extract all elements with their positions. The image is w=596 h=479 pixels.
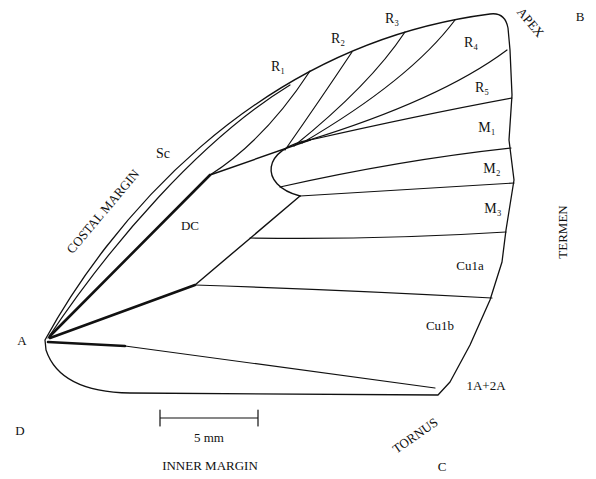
wing-label: Cu1a <box>456 258 483 273</box>
wing-label: R₂ <box>331 31 345 46</box>
wing-label: TERMEN <box>555 205 570 258</box>
label-holder: C <box>438 457 447 475</box>
scale-bar <box>160 410 258 426</box>
subcostal-vein <box>48 85 290 338</box>
label-holder: Sc <box>156 144 170 162</box>
label-holder: APEX <box>513 3 549 41</box>
label-holder: R₅ <box>475 78 489 96</box>
wing-outline <box>45 14 514 395</box>
wing-label: B <box>576 9 585 24</box>
wing-label: R₄ <box>464 35 478 50</box>
wing-label: DC <box>181 218 199 233</box>
label-holder: Cu1a <box>456 256 483 274</box>
label-holder: A <box>17 331 26 349</box>
wing-label: Sc <box>156 146 170 161</box>
wing-label: APEX <box>514 4 547 40</box>
label-holder: M₂ <box>483 159 500 177</box>
label-holder: INNER MARGIN <box>162 456 258 474</box>
wing-label: 1A+2A <box>466 378 505 393</box>
label-holder: D <box>15 421 24 439</box>
r2-vein <box>285 52 352 150</box>
label-holder: B <box>576 7 585 25</box>
anal-vein-base <box>48 342 125 346</box>
label-holder: 5 mm <box>194 428 224 446</box>
cu1a-vein <box>250 232 506 238</box>
wing-label: R₃ <box>385 11 399 26</box>
label-holder: COSTAL MARGIN <box>62 165 143 257</box>
r1-vein <box>210 71 310 175</box>
wing-label: R₁ <box>271 59 285 74</box>
cubital-stem <box>50 285 195 338</box>
m3-vein <box>300 183 514 196</box>
wing-label: COSTAL MARGIN <box>64 166 143 256</box>
label-holder: R₁ <box>271 57 285 75</box>
cell-end-loop <box>271 140 310 196</box>
wing-label: 5 mm <box>194 430 224 445</box>
wing-label: D <box>15 423 24 438</box>
label-holder: R₃ <box>385 9 399 27</box>
label-holder: R₄ <box>464 33 478 51</box>
wing-label: Cu1b <box>426 318 454 333</box>
label-holder: M₁ <box>478 118 495 136</box>
label-holder: DC <box>181 216 199 234</box>
r3-vein <box>294 32 405 146</box>
wing-label: M₃ <box>484 201 501 216</box>
r5-vein <box>306 50 507 141</box>
wing-label: TORNUS <box>390 414 441 456</box>
wing-label: R₅ <box>475 80 489 95</box>
cu1b-vein <box>195 285 492 298</box>
label-holder: TORNUS <box>389 413 442 457</box>
wing-label: M₁ <box>478 120 495 135</box>
wing-label: M₂ <box>483 161 500 176</box>
wing-label: INNER MARGIN <box>162 458 258 473</box>
cell-lower-edge <box>195 196 300 285</box>
m1-vein <box>310 98 512 140</box>
wing-label: A <box>17 333 26 348</box>
label-holder: Cu1b <box>426 316 454 334</box>
m2-vein <box>280 148 511 187</box>
label-holder: M₃ <box>484 199 501 217</box>
label-holder: 1A+2A <box>466 376 505 394</box>
label-holder: TERMEN <box>553 205 571 258</box>
label-holder: R₂ <box>331 29 345 47</box>
anal-vein <box>125 346 435 388</box>
wing-label: C <box>438 459 447 474</box>
